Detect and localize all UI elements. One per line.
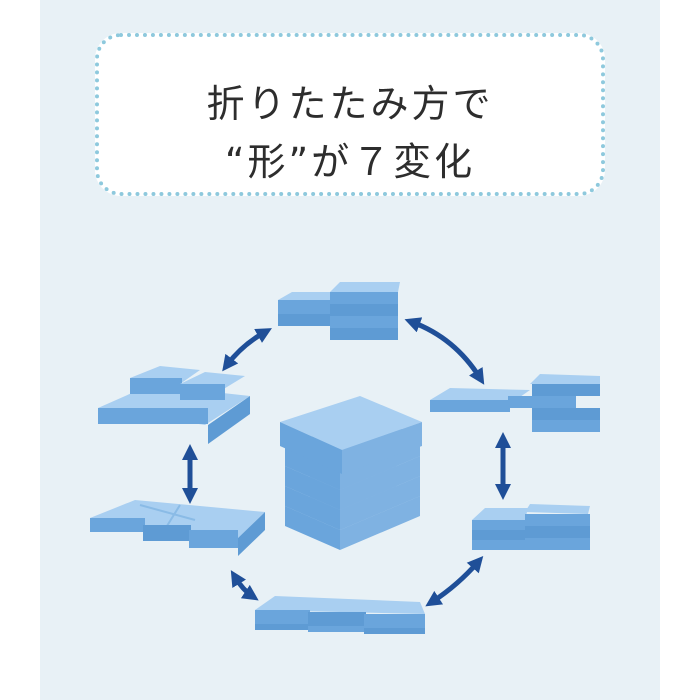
mat-block [472,508,528,520]
mat-block [525,514,590,526]
mat-block [330,328,398,340]
mat-block [472,530,527,540]
mat-block [330,316,398,328]
stack-top-slab [280,396,422,450]
mat-block [278,314,333,326]
mat-block [530,374,600,384]
center-cube-stack [280,396,422,550]
mat-block [143,525,191,541]
stack-slab [285,466,340,510]
folded-stack-lower-right [472,504,590,550]
mat-block [98,408,208,424]
stack-slab [340,496,420,550]
mat-block [330,292,398,304]
mat-block [472,540,527,550]
stack-slab [285,506,340,550]
mat-block [364,614,425,628]
title-line-2: “形”が７変化 [224,140,476,184]
double-arrow [404,317,485,385]
mat-block [308,612,366,626]
mat-block [532,420,600,432]
mat-block [189,530,238,548]
mat-block [525,526,590,538]
mat-block [430,400,510,412]
mat-block [90,500,265,538]
mat-block [308,626,366,632]
mat-block [255,624,310,630]
folding-diagram [90,282,600,634]
flat-grid-left [90,500,265,556]
mat-block [472,520,527,530]
mat-block [130,378,182,394]
step-stack-right [430,374,600,432]
stack-slab [285,486,340,530]
mat-block [208,396,250,444]
title-callout: 折りたたみ方で “形”が７変化 [95,33,605,196]
mat-block [90,518,145,532]
stack-slab [340,456,420,510]
mat-block [364,628,425,634]
double-arrow [230,570,259,601]
stack-slab [285,446,340,490]
mat-block [180,384,225,400]
double-arrow [222,328,272,372]
flat-row-bottom [255,596,425,634]
mat-block [255,596,425,614]
stack-top-slab [280,422,342,474]
title-line-1: 折りたたみ方で [206,82,494,126]
mat-block [255,610,310,624]
mat-block [278,292,346,300]
mat-block [532,408,600,420]
double-arrow [425,555,484,607]
mat-block [525,538,590,550]
two-block-sofa-upper-left [98,366,250,444]
mat-block [238,512,265,556]
mat-block [508,396,576,408]
mat-block [278,300,333,314]
stack-slab [340,476,420,530]
fold-line [139,504,196,521]
step-stack-top [278,282,400,340]
mat-block [330,282,400,292]
mat-block [525,504,590,514]
mat-block [330,304,398,316]
mat-block [532,384,600,396]
stack-top-slab [342,422,422,474]
